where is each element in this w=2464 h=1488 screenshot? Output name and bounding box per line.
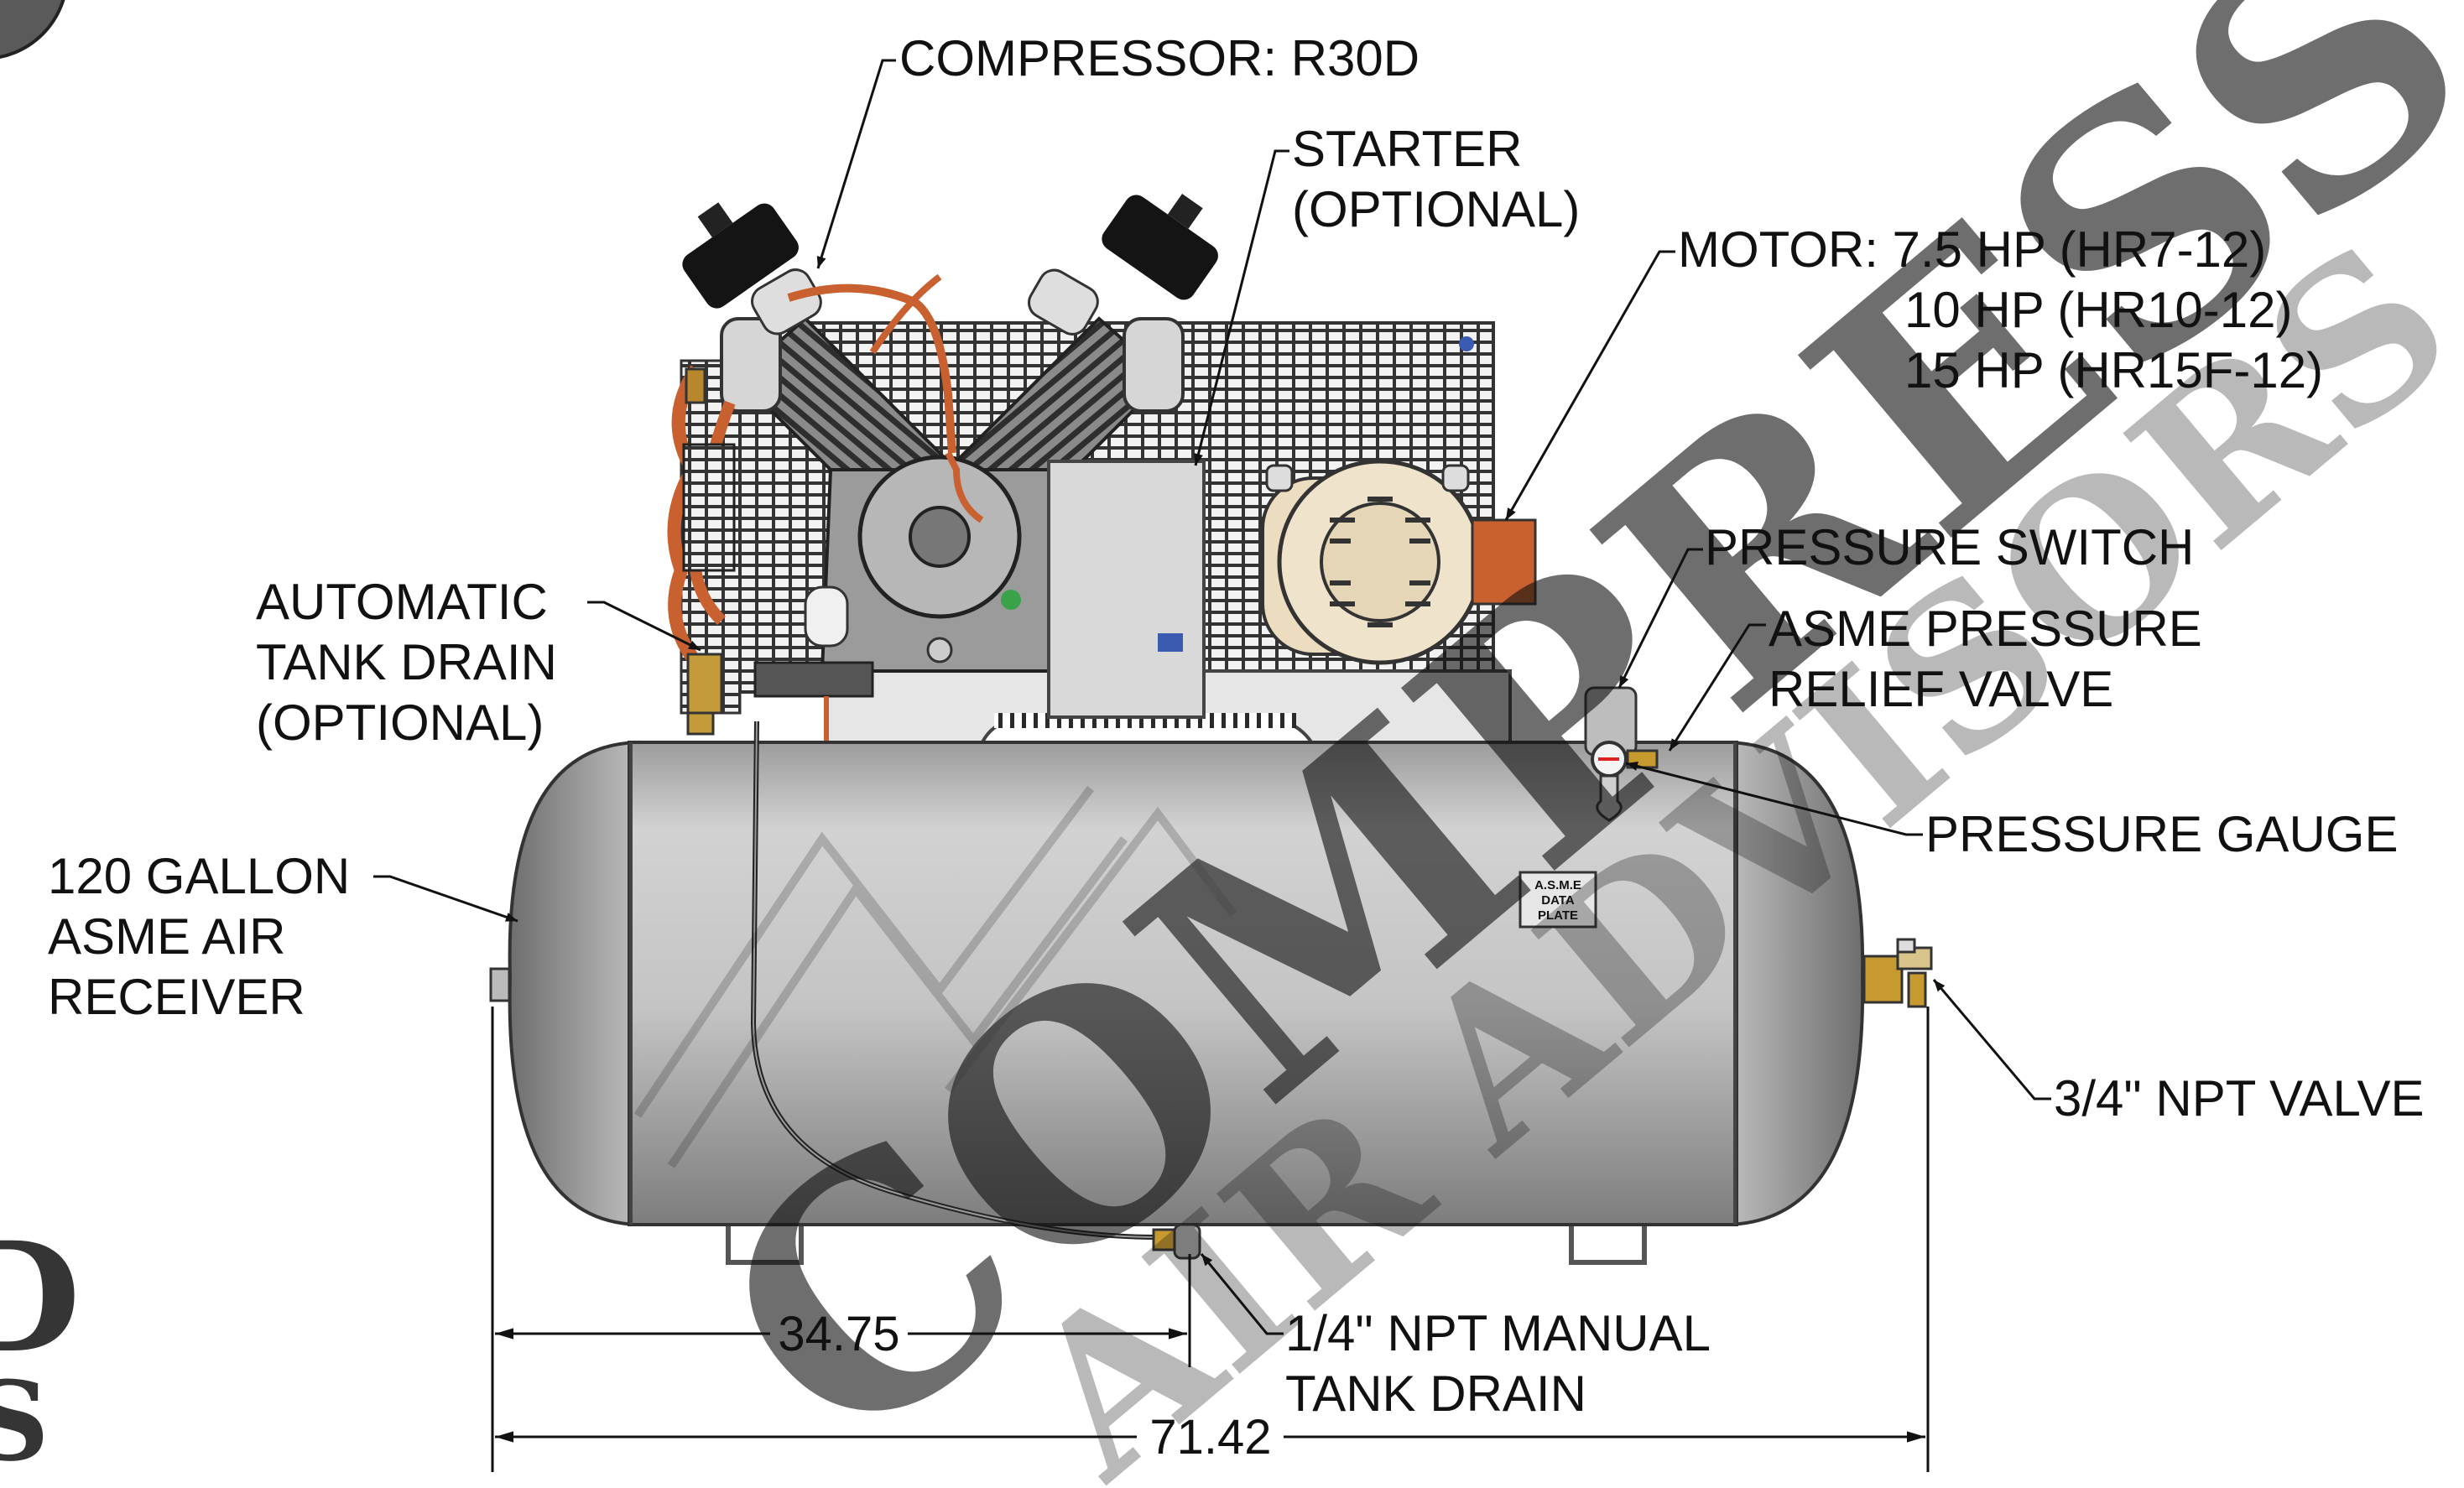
dimensions: 34.75 71.42 [491, 1007, 1930, 1472]
data-plate-line-3: PLATE [1538, 908, 1578, 923]
label-manual-drain-1: 1/4" NPT MANUAL [1285, 1305, 1711, 1361]
asme-data-plate [1519, 871, 1597, 929]
dim-drain-offset: 34.75 [778, 1307, 899, 1361]
label-motor-1: MOTOR: 7.5 HP (HR7-12) [1678, 221, 2266, 278]
label-auto-drain-2: TANK DRAIN [256, 634, 557, 690]
label-auto-drain-3: (OPTIONAL) [256, 695, 544, 751]
label-pressure-switch: PRESSURE SWITCH [1705, 519, 2194, 575]
label-manual-drain-2: TANK DRAIN [1285, 1366, 1586, 1422]
watermark-logo-s: S [0, 1357, 49, 1485]
label-motor-2: 10 HP (HR10-12) [1904, 282, 2292, 338]
label-receiver-2: ASME AIR [48, 908, 285, 965]
label-auto-drain-1: AUTOMATIC [256, 574, 548, 630]
callouts: COMPRESSOR: R30D STARTER (OPTIONAL) MOTO… [48, 30, 2425, 1422]
label-npt-valve: 3/4" NPT VALVE [2054, 1070, 2425, 1126]
label-relief-valve-2: RELIEF VALVE [1769, 661, 2113, 717]
air-receiver-tank: A.S.M.E DATA PLATE [489, 686, 1933, 1265]
dim-overall-length: 71.42 [1149, 1410, 1271, 1465]
label-receiver-1: 120 GALLON [48, 848, 350, 904]
compressor-unit [667, 194, 1537, 773]
leaders [373, 59, 2051, 1335]
label-receiver-3: RECEIVER [48, 969, 305, 1025]
watermark-logo-d: D [0, 1210, 81, 1387]
label-starter-1: STARTER [1292, 121, 1522, 177]
motor [1261, 459, 1537, 665]
compressor-pump [682, 194, 1218, 772]
label-starter-2: (OPTIONAL) [1292, 181, 1580, 237]
label-pressure-gauge: PRESSURE GAUGE [1925, 806, 2398, 862]
label-relief-valve-1: ASME PRESSURE [1769, 601, 2202, 657]
data-plate-line-1: A.S.M.E [1534, 878, 1581, 892]
label-motor-3: 15 HP (HR15F-12) [1904, 342, 2323, 398]
starter-box [1047, 460, 1206, 719]
data-plate-line-2: DATA [1541, 893, 1575, 908]
label-compressor: COMPRESSOR: R30D [899, 30, 1420, 86]
logo-circle-fragment [0, 0, 65, 59]
